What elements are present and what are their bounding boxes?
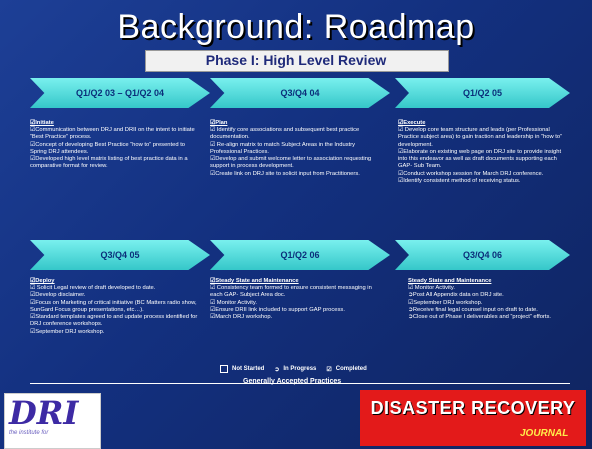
drj-logo: DISASTER RECOVERY JOURNAL — [360, 390, 586, 446]
legend-in-progress-label: In Progress — [283, 366, 317, 372]
phase-heading-6: Steady State and Maintenance — [408, 278, 492, 284]
phase-line: ☑Focus on Marketing of critical initiati… — [30, 299, 197, 313]
phase-block-initiate: ☑Initiate ☑Communication between DRJ and… — [30, 120, 200, 171]
phase-line: ☑ Re-align matrix to match Subject Areas… — [210, 141, 356, 155]
phase-arrow-5: Q1/Q2 06 — [210, 240, 390, 270]
phase-line: ☑Communication between DRJ and DRII on t… — [30, 127, 195, 141]
drj-logo-text: DISASTER RECOVERY — [370, 398, 576, 418]
subtitle-box — [145, 50, 449, 72]
phase-line: ➲Post All Appendix data on DRJ site. — [408, 292, 504, 299]
phase-line: ☑ Monitor Activity. — [408, 285, 455, 292]
checked-box-icon: ☑ — [326, 366, 332, 373]
legend-not-started: Not Started — [220, 365, 264, 373]
phase-line: ☑Conduct workshop session for March DRJ … — [398, 170, 544, 177]
phase-label-3: Q1/Q2 05 — [462, 88, 503, 98]
phase-arrow-4: Q3/Q4 05 — [30, 240, 210, 270]
phase-heading-2: ☑Plan — [210, 120, 228, 126]
phase-line: ☑Developed high level matrix listing of … — [30, 156, 188, 170]
phase-label-4: Q3/Q4 05 — [100, 250, 140, 260]
phase-line: ☑ Identify core associations and subsequ… — [210, 127, 360, 141]
dri-logo: DRI the institute for — [4, 393, 101, 449]
phase-line: ☑Standard templates agreed to and update… — [30, 314, 198, 328]
phase-line: ☑September DRJ workshop. — [408, 299, 483, 306]
phase-block-steady-state-2: Steady State and Maintenance ☑ Monitor A… — [408, 278, 578, 321]
phase-label-5: Q1/Q2 06 — [280, 250, 320, 260]
status-legend: Not Started ➲ In Progress ☑ Completed — [220, 365, 367, 373]
phase-heading-5: ☑Steady State and Maintenance — [210, 278, 299, 284]
phase-arrow-3: Q1/Q2 05 — [395, 78, 570, 108]
empty-checkbox-icon — [220, 365, 228, 373]
phase-block-plan: ☑Plan ☑ Identify core associations and s… — [210, 120, 380, 178]
legend-completed-label: Completed — [335, 366, 367, 372]
phase-line: ☑Develop and submit welcome letter to as… — [210, 156, 372, 170]
phase-line: ☑ Monitor Activity. — [210, 299, 257, 306]
legend-not-started-label: Not Started — [232, 366, 265, 372]
phase-label-1: Q1/Q2 03 – Q1/Q2 04 — [75, 88, 165, 98]
phase-line: ☑March DRJ workshop. — [210, 314, 273, 321]
phase-line: ➲Receive final legal counsel input on dr… — [408, 306, 538, 313]
slide-subtitle: Phase I: High Level Review — [205, 52, 387, 68]
phase-line: ☑ Consistency team formed to ensure cons… — [210, 285, 372, 299]
phase-heading-4: ☑Deploy — [30, 278, 55, 284]
phase-line: ☑Ensure DRII link included to support GA… — [210, 306, 345, 313]
phase-label-2: Q3/Q4 04 — [280, 88, 320, 98]
dri-logo-text: DRI — [9, 394, 79, 432]
phase-label-6: Q3/Q4 06 — [462, 250, 503, 260]
phase-arrow-2: Q3/Q4 04 — [210, 78, 390, 108]
phase-line: ☑Create link on DRJ site to solicit inpu… — [210, 170, 360, 177]
phase-arrow-6: Q3/Q4 06 — [395, 240, 570, 270]
phase-line: ☑ Develop core team structure and leads … — [398, 127, 563, 148]
phase-line: ☑ Solicit Legal review of draft develope… — [30, 285, 156, 292]
phase-block-deploy: ☑Deploy ☑ Solicit Legal review of draft … — [30, 278, 200, 336]
arrow-icon: ➲ — [274, 366, 280, 373]
phase-line: ➲Close out of Phase I deliverables and “… — [408, 314, 551, 321]
phase-line: ☑Concept of developing Best Practice “ho… — [30, 141, 186, 155]
phase-heading-3: ☑Execute — [398, 120, 426, 126]
drj-logo-subtext: JOURNAL — [520, 428, 569, 439]
dri-logo-tagline: the institute for — [9, 430, 49, 436]
phase-heading-1: ☑Initiate — [30, 120, 54, 126]
legend-in-progress: ➲ In Progress — [274, 366, 316, 373]
gap-label: Generally Accepted Practices — [243, 378, 342, 385]
phase-block-steady-state-1: ☑Steady State and Maintenance ☑ Consiste… — [210, 278, 380, 321]
phase-line: ☑September DRJ workshop. — [30, 328, 105, 335]
gap-divider-line — [30, 383, 570, 384]
legend-completed: ☑ Completed — [326, 366, 366, 373]
phase-line: ☑Elaborate on existing web page on DRJ s… — [398, 148, 562, 170]
slide-title: Background: Roadmap — [117, 8, 475, 46]
phase-line: ☑Develop disclaimer. — [30, 292, 86, 299]
phase-line: ☑Identify consistent method of receiving… — [398, 177, 521, 184]
phase-arrow-1: Q1/Q2 03 – Q1/Q2 04 — [30, 78, 210, 108]
phase-block-execute: ☑Execute ☑ Develop core team structure a… — [398, 120, 568, 185]
